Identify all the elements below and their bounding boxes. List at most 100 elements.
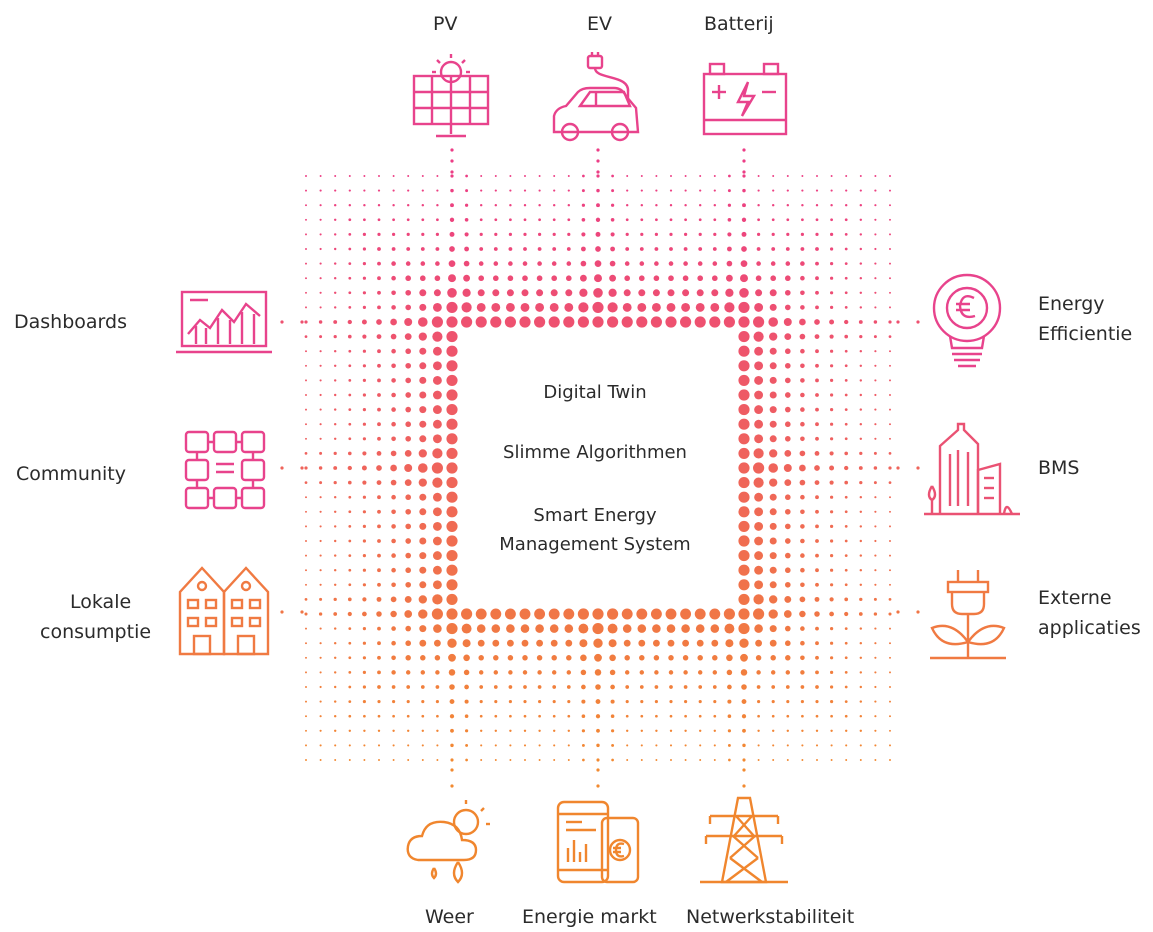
plug-plant-icon (928, 568, 1008, 662)
frame-dot (434, 275, 441, 282)
frame-dot (667, 639, 675, 647)
frame-dot (348, 189, 351, 192)
frame-dot (800, 685, 805, 689)
frame-dot (318, 466, 323, 470)
frame-dot (419, 639, 427, 647)
frame-dot (506, 289, 514, 297)
frame-dot (549, 624, 559, 633)
frame-dot (786, 729, 789, 732)
frame-dot (873, 597, 877, 601)
frame-dot (655, 189, 658, 192)
frame-dot (830, 627, 834, 631)
frame-dot (769, 639, 777, 647)
frame-dot (625, 232, 629, 236)
frame-dot (874, 685, 877, 689)
frame-dot (447, 638, 457, 648)
frame-dot (769, 566, 777, 574)
frame-dot (611, 729, 615, 733)
frame-dot (712, 655, 718, 661)
frame-dot (670, 759, 672, 761)
frame-dot (305, 671, 307, 674)
frame-dot (830, 437, 834, 441)
frame-dot (362, 247, 366, 251)
frame-dot (800, 275, 805, 281)
frame-dot (738, 579, 750, 591)
frame-dot (405, 670, 411, 675)
frame-dot (446, 535, 458, 547)
frame-dot (436, 203, 439, 207)
frame-dot (493, 670, 499, 675)
frame-dot (889, 715, 891, 718)
frame-dot (391, 363, 396, 369)
connector-dot (742, 159, 746, 163)
frame-dot (727, 203, 732, 207)
houses-icon (176, 562, 272, 658)
frame-dot (723, 608, 735, 620)
frame-dot (450, 743, 454, 748)
frame-dot (800, 640, 805, 646)
connector-dot (896, 610, 900, 614)
frame-dot (738, 608, 750, 620)
frame-dot (830, 714, 833, 718)
frame-dot (348, 671, 352, 674)
frame-dot (305, 248, 307, 250)
frame-dot (754, 405, 764, 415)
frame-dot (669, 714, 673, 718)
frame-dot (874, 656, 877, 659)
frame-dot (377, 744, 381, 747)
frame-dot (319, 262, 322, 265)
frame-dot (376, 451, 382, 456)
frame-dot (754, 390, 764, 400)
frame-dot (650, 316, 662, 328)
frame-dot (815, 524, 819, 529)
connector-dot (596, 170, 600, 174)
frame-dot (538, 744, 541, 747)
frame-dot (814, 334, 820, 339)
frame-dot (592, 316, 604, 328)
frame-dot (348, 729, 351, 732)
frame-dot (333, 466, 338, 470)
frame-dot (566, 685, 571, 689)
frame-dot (666, 302, 676, 312)
frame-dot (654, 700, 658, 704)
frame-dot (710, 302, 720, 312)
frame-dot (655, 218, 658, 222)
frame-dot (361, 319, 367, 325)
frame-dot (889, 510, 891, 513)
frame-dot (769, 537, 777, 545)
frame-dot (754, 521, 764, 531)
frame-dot (305, 627, 307, 630)
frame-dot (640, 700, 644, 704)
frame-dot (757, 189, 760, 192)
frame-dot (859, 379, 863, 382)
frame-dot (684, 714, 687, 718)
frame-dot (551, 655, 557, 661)
frame-dot (771, 232, 775, 236)
frame-dot (549, 302, 559, 312)
frame-dot (859, 175, 862, 177)
frame-dot (770, 275, 777, 282)
frame-dot (509, 759, 512, 761)
frame-dot (800, 582, 805, 588)
frame-dot (391, 348, 396, 354)
frame-dot (742, 203, 746, 208)
frame-dot (464, 203, 469, 207)
frame-dot (494, 700, 498, 704)
frame-dot (362, 524, 366, 529)
frame-dot (446, 550, 458, 562)
frame-dot (801, 175, 804, 177)
frame-dot (566, 655, 572, 661)
frame-dot (419, 362, 427, 370)
frame-dot (654, 670, 659, 675)
frame-dot (362, 276, 366, 280)
frame-dot (480, 744, 483, 747)
frame-dot (333, 495, 337, 499)
frame-dot (431, 316, 443, 328)
frame-dot (420, 655, 426, 661)
frame-dot (727, 189, 731, 193)
frame-dot (390, 333, 397, 340)
frame-dot (432, 536, 442, 546)
frame-dot (698, 714, 702, 718)
frame-dot (874, 423, 877, 426)
frame-dot (333, 612, 338, 616)
